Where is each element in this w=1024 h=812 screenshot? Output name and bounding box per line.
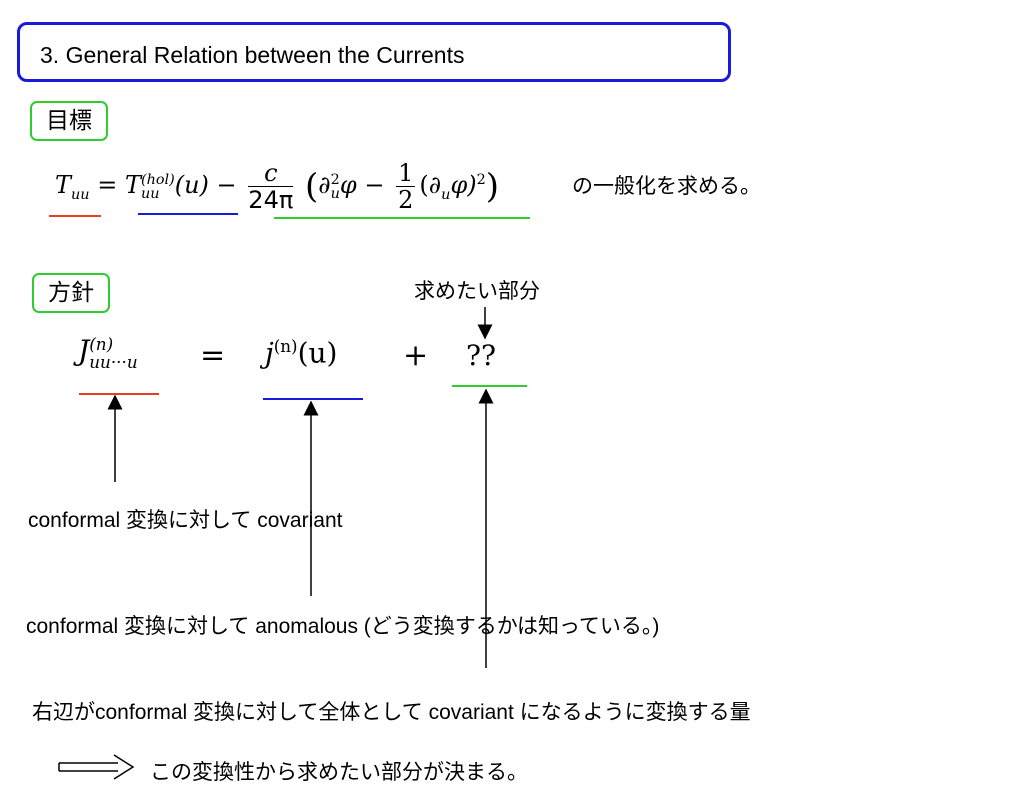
policy-equals: =	[200, 338, 226, 373]
current-j-big: J(n)uu···u	[78, 333, 138, 372]
conclusion-text: この変換性から求めたい部分が決まる。	[150, 761, 528, 784]
section-title-box: 3. General Relation between the Currents	[17, 22, 731, 82]
t-uu-hol: T(hol)uu(u) −	[124, 171, 237, 202]
underline-red-t-uu	[49, 215, 101, 217]
wanted-part-note: 求めたい部分	[414, 279, 540, 303]
current-j-small: j(n)(u)	[265, 336, 338, 370]
annotation-anomalous: conformal 変換に対して anomalous (どう変換するかは知ってい…	[26, 615, 660, 638]
unknown-part: ??	[466, 339, 497, 372]
underline-green-unknown	[452, 385, 527, 387]
double-arrow-icon	[58, 754, 135, 780]
policy-tag: 方針	[32, 273, 110, 313]
policy-plus: +	[403, 338, 429, 373]
equals-sign: =	[97, 171, 118, 199]
annotation-covariant-total: 右辺がconformal 変換に対して全体として covariant になるよう…	[32, 701, 751, 724]
section-title: 3. General Relation between the Currents	[40, 42, 465, 68]
underline-blue-j-small	[263, 398, 363, 400]
goal-tag: 目標	[30, 101, 108, 141]
goal-suffix: の一般化を求める。	[572, 174, 761, 198]
underline-red-j-big	[79, 393, 159, 395]
underline-green-anomaly	[274, 217, 530, 219]
t-uu: Tuu	[55, 171, 90, 203]
underline-blue-t-hol	[138, 213, 238, 215]
annotation-covariant: conformal 変換に対して covariant	[28, 509, 343, 532]
